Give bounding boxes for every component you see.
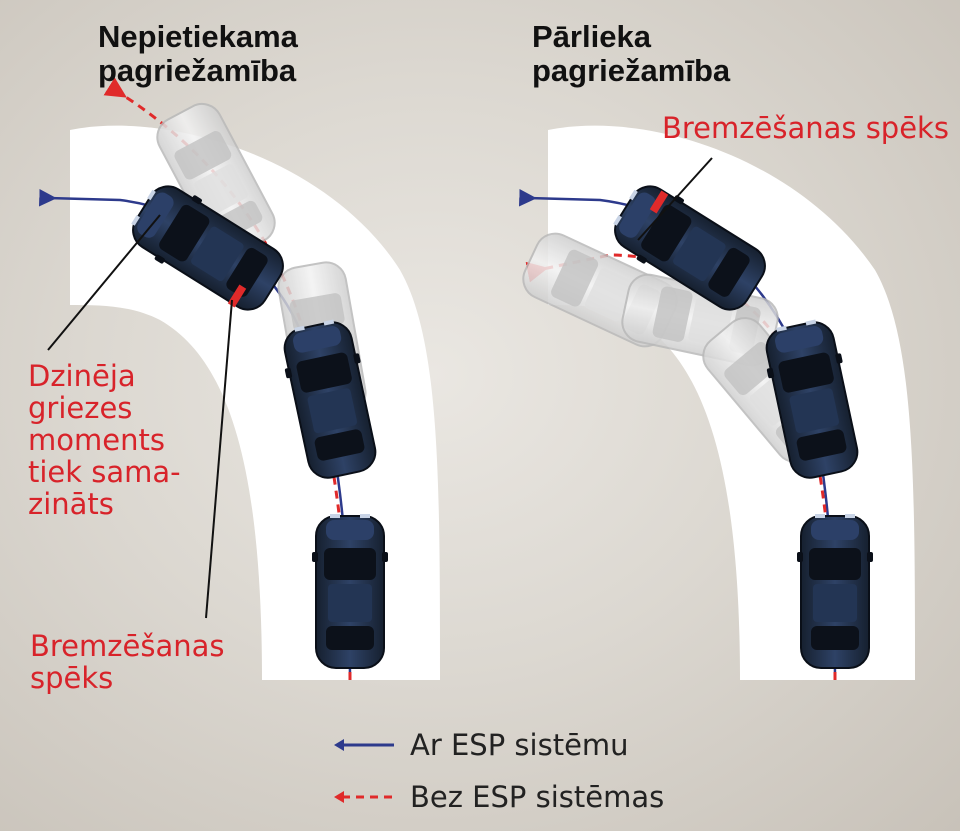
left-brake-label: Bremzēšanas spēks: [30, 630, 224, 694]
torque-line-5: zināts: [28, 487, 114, 521]
legend-blue-arrow-icon: [334, 739, 394, 751]
right-title-line2: pagriežamība: [532, 53, 731, 88]
legend-with-esp-label: Ar ESP sistēmu: [410, 728, 629, 762]
legend-with-esp: Ar ESP sistēmu: [330, 728, 629, 762]
left-brake-line-1: Bremzēšanas: [30, 629, 225, 663]
legend-without-esp: Bez ESP sistēmas: [330, 780, 664, 814]
left-brake-line-2: spēks: [30, 661, 114, 695]
right-brake-label: Bremzēšanas spēks: [662, 111, 949, 145]
left-car-bottom: [311, 513, 389, 669]
torque-line-3: moments: [28, 423, 165, 457]
left-torque-callout-line: [47, 214, 161, 351]
right-brake-callout-line: [637, 157, 713, 241]
right-brake-marker: [649, 190, 669, 214]
legend-without-esp-label: Bez ESP sistēmas: [410, 780, 665, 814]
left-title-line1: Nepietiekama: [98, 19, 298, 54]
left-torque-label: Dzinēja griezes moments tiek sama- zināt…: [28, 360, 181, 520]
torque-line-1: Dzinēja: [28, 359, 136, 393]
right-car-bottom: [796, 513, 874, 669]
torque-line-4: tiek sama-: [28, 455, 181, 489]
left-title-line2: pagriežamība: [98, 53, 297, 88]
left-brake-callout-line: [205, 299, 233, 619]
left-panel-title: Nepietiekama pagriežamība: [98, 20, 298, 88]
torque-line-2: griezes: [28, 391, 133, 425]
legend-red-dashed-arrow-icon: [334, 791, 394, 803]
right-panel-title: Pārlieka pagriežamība: [532, 20, 730, 88]
right-title-line1: Pārlieka: [532, 19, 651, 54]
